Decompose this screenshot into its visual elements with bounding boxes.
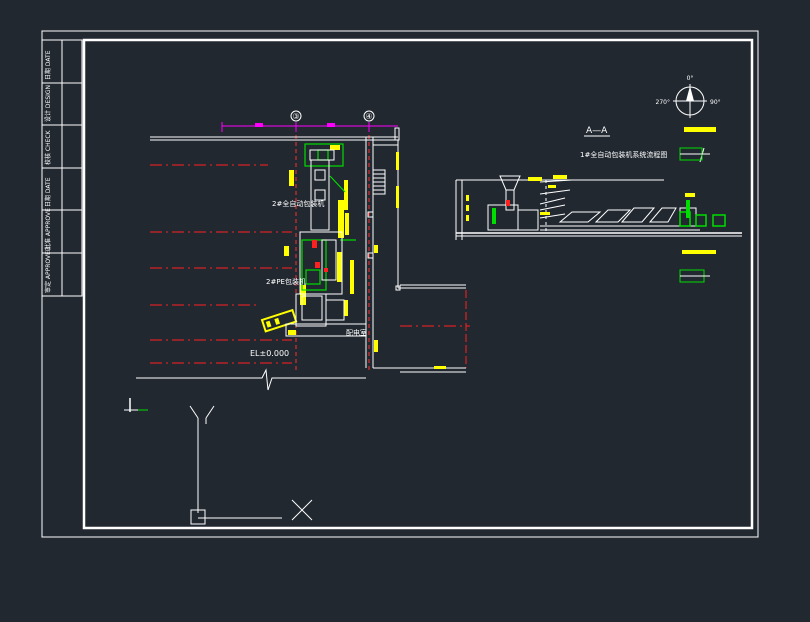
- section-subtitle: 1#全自动包装机系统流程图: [580, 150, 667, 159]
- title-cell-6: 审定 APPROVED: [44, 246, 52, 293]
- title-cell-4: 日期 DATE: [44, 177, 52, 207]
- section-view: A—A 1#全自动包装机系统流程图: [455, 126, 742, 283]
- title-block: 日期 DATE 设计 DESIGN 校核 CHECK 日期 DATE 批准 AP…: [41, 39, 83, 297]
- north-compass: 0° 270° 90°: [656, 75, 721, 118]
- ucs-icon: [189, 405, 313, 525]
- title-cell-3: 校核 CHECK: [44, 129, 52, 165]
- legend-box-upper: [679, 127, 716, 161]
- inner-drawing-frame: [82, 38, 754, 530]
- packing-machine: [285, 149, 367, 337]
- plan-label-machine2: 2#PE包装机: [266, 277, 306, 286]
- compass-left: 270°: [656, 99, 670, 106]
- plan-view: ③ ④: [136, 110, 470, 391]
- ucs-marker-small: [124, 398, 148, 412]
- title-cell-5: 批准 APPROVE: [44, 208, 52, 250]
- title-cell-1: 日期 DATE: [44, 50, 52, 80]
- bag-feeder: [260, 308, 298, 333]
- compass-top: 0°: [687, 75, 694, 82]
- grid-bubble-4: [363, 110, 375, 122]
- grid-bubble-3: [290, 110, 302, 122]
- title-cell-2: 设计 DESIGN: [44, 85, 52, 122]
- plan-label-machine1: 2#全自动包装机: [272, 199, 324, 208]
- plan-label-room: 配电室: [346, 328, 367, 337]
- grid-bubble-3-label: ③: [292, 112, 299, 121]
- outer-sheet-border: [41, 30, 759, 538]
- grid-bubble-4-label: ④: [365, 112, 372, 121]
- section-title: A—A: [586, 126, 608, 136]
- legend-box-lower: [679, 250, 716, 283]
- compass-right: 90°: [710, 99, 721, 106]
- elevation-label: EL±0.000: [250, 349, 289, 358]
